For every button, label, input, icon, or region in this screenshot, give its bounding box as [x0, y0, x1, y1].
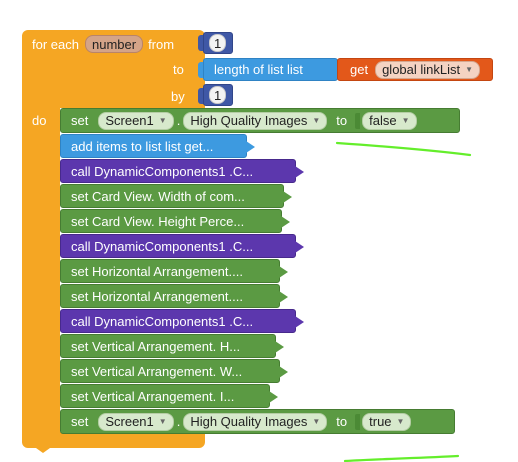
to-socket — [198, 62, 204, 78]
annotation-underline-1 — [335, 141, 472, 157]
set-horizontal-label: set Horizontal Arrangement.... — [71, 263, 243, 279]
dropdown-arrow-icon: ▼ — [396, 417, 405, 426]
dropdown-arrow-icon: ▼ — [158, 116, 167, 125]
length-of-list-label: length of list list — [214, 62, 303, 77]
set-vertical-arrangement-block[interactable]: set Vertical Arrangement. H... — [60, 334, 284, 358]
set-card-width-label: set Card View. Width of com... — [71, 188, 245, 204]
by-socket — [198, 88, 204, 104]
set-card-view-height-block[interactable]: set Card View. Height Perce... — [60, 209, 290, 233]
to-label: to — [336, 414, 348, 429]
get-global-block[interactable]: get global linkList ▼ — [337, 58, 493, 81]
call-label: call DynamicComponents1 .C... — [71, 238, 254, 254]
dot-label: . — [176, 414, 181, 429]
property-name: High Quality Images — [190, 414, 308, 429]
set-vertical-arrangement-block[interactable]: set Vertical Arrangement. W... — [60, 359, 288, 383]
dropdown-arrow-icon: ▼ — [465, 65, 474, 74]
dropdown-arrow-icon: ▼ — [158, 417, 167, 426]
loop-variable-field[interactable]: number — [84, 35, 144, 53]
global-variable-name: global linkList — [382, 62, 461, 77]
set-high-quality-images-false-block[interactable]: set Screen1 ▼ . High Quality Images ▼ to… — [60, 108, 460, 133]
call-label: call DynamicComponents1 .C... — [71, 313, 254, 329]
by-number-block[interactable]: 1 — [203, 84, 233, 106]
block-tab — [283, 191, 292, 203]
block-tab — [279, 266, 288, 278]
length-of-list-block[interactable]: length of list list — [203, 58, 338, 81]
block-tab — [269, 391, 278, 403]
component-name: Screen1 — [105, 414, 154, 429]
set-card-view-width-block[interactable]: set Card View. Width of com... — [60, 184, 292, 208]
component-name: Screen1 — [105, 113, 154, 128]
boolean-value: true — [369, 414, 392, 429]
from-label: from — [148, 36, 175, 52]
call-dynamic-components-block[interactable]: call DynamicComponents1 .C... — [60, 159, 304, 183]
block-tab — [279, 291, 288, 303]
call-dynamic-components-block[interactable]: call DynamicComponents1 .C... — [60, 309, 304, 333]
for-each-block-spine — [22, 100, 60, 440]
value-socket — [355, 112, 361, 129]
add-items-to-list-block[interactable]: add items to list list get... — [60, 134, 255, 158]
from-number-field[interactable]: 1 — [209, 34, 227, 52]
to-label: to — [173, 62, 184, 77]
set-card-height-label: set Card View. Height Perce... — [71, 213, 245, 229]
dot-label: . — [176, 113, 181, 128]
by-number-field[interactable]: 1 — [209, 86, 227, 104]
global-variable-dropdown[interactable]: global linkList ▼ — [375, 60, 481, 79]
set-vertical-arrangement-block[interactable]: set Vertical Arrangement. I... — [60, 384, 278, 408]
get-label: get — [350, 62, 369, 77]
property-name: High Quality Images — [190, 113, 308, 128]
dropdown-arrow-icon: ▼ — [401, 116, 410, 125]
set-horizontal-arrangement-block[interactable]: set Horizontal Arrangement.... — [60, 259, 288, 283]
set-high-quality-images-true-block[interactable]: set Screen1 ▼ . High Quality Images ▼ to… — [60, 409, 455, 434]
do-label: do — [32, 113, 47, 128]
set-label: set — [71, 414, 89, 429]
block-tab — [295, 241, 304, 253]
set-vertical-label: set Vertical Arrangement. W... — [71, 363, 243, 379]
block-tab — [279, 366, 288, 378]
dropdown-arrow-icon: ▼ — [312, 116, 321, 125]
set-label: set — [71, 113, 89, 128]
block-tab — [295, 166, 304, 178]
add-items-label: add items to list list get... — [71, 138, 214, 154]
call-label: call DynamicComponents1 .C... — [71, 163, 254, 179]
boolean-value-dropdown[interactable]: false ▼ — [362, 111, 417, 130]
for-each-block-footer — [22, 432, 205, 448]
to-label: to — [336, 113, 348, 128]
block-tab — [295, 316, 304, 328]
value-socket — [355, 413, 361, 430]
by-label: by — [171, 89, 185, 104]
dropdown-arrow-icon: ▼ — [312, 417, 321, 426]
for-each-label: for each — [32, 36, 79, 52]
component-dropdown[interactable]: Screen1 ▼ — [98, 412, 174, 431]
block-tab — [281, 216, 290, 228]
block-tab — [275, 341, 284, 353]
from-number-block[interactable]: 1 — [203, 32, 233, 54]
property-dropdown[interactable]: High Quality Images ▼ — [183, 412, 328, 431]
from-socket — [198, 35, 204, 51]
set-horizontal-label: set Horizontal Arrangement.... — [71, 288, 243, 304]
set-vertical-label: set Vertical Arrangement. H... — [71, 338, 241, 354]
call-dynamic-components-block[interactable]: call DynamicComponents1 .C... — [60, 234, 304, 258]
block-tab — [246, 141, 255, 153]
property-dropdown[interactable]: High Quality Images ▼ — [183, 111, 328, 130]
for-each-header: for each number from — [32, 35, 174, 53]
for-each-bottom-notch — [36, 448, 50, 453]
annotation-underline-2 — [343, 454, 460, 462]
boolean-value: false — [369, 113, 397, 128]
set-horizontal-arrangement-block[interactable]: set Horizontal Arrangement.... — [60, 284, 288, 308]
component-dropdown[interactable]: Screen1 ▼ — [98, 111, 174, 130]
set-vertical-label: set Vertical Arrangement. I... — [71, 388, 235, 404]
boolean-value-dropdown[interactable]: true ▼ — [362, 412, 412, 431]
